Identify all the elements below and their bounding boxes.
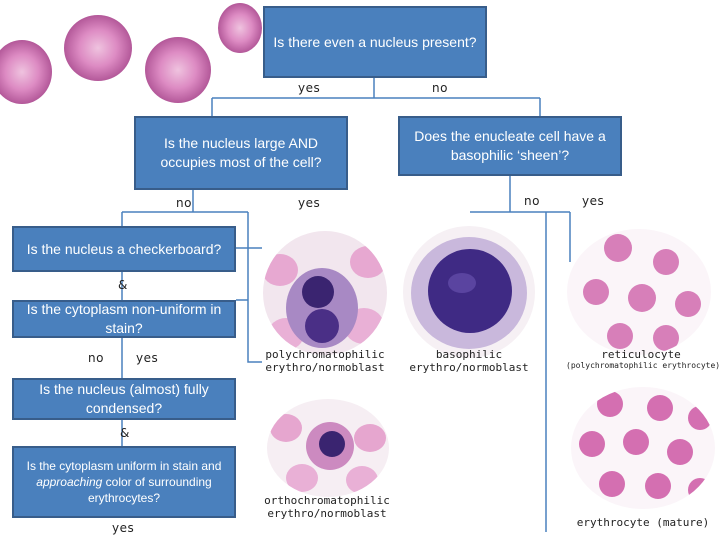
answer-q3-yes: yes bbox=[582, 194, 605, 208]
question-text: Is there even a nucleus present? bbox=[273, 33, 477, 50]
question-box-nucleus-large: Is the nucleus large AND occupies most o… bbox=[134, 116, 348, 190]
rbc-cell bbox=[218, 3, 262, 53]
answer-q5-no: no bbox=[88, 351, 104, 365]
question-box-nucleus-condensed: Is the nucleus (almost) fully condensed? bbox=[12, 378, 236, 420]
answer-q1-yes: yes bbox=[298, 81, 321, 95]
rbc-cell bbox=[145, 37, 211, 103]
question-box-basophilic-sheen: Does the enucleate cell have a basophili… bbox=[398, 116, 622, 176]
ampersand-2: & bbox=[120, 426, 130, 440]
answer-q2-no: no bbox=[176, 196, 192, 210]
question-box-nucleus-present: Is there even a nucleus present? bbox=[263, 6, 487, 78]
answer-q5-yes: yes bbox=[136, 351, 159, 365]
answer-q2-yes: yes bbox=[298, 196, 321, 210]
question-box-checkerboard: Is the nucleus a checkerboard? bbox=[12, 226, 236, 272]
caption-basophilic: basophilic erythro/normoblast bbox=[409, 348, 529, 374]
question-text: Is the cytoplasm uniform in stain and ap… bbox=[26, 458, 222, 506]
rbc-cell bbox=[0, 40, 52, 104]
erythrocyte-mature-image bbox=[571, 387, 715, 509]
answer-q1-no: no bbox=[432, 81, 448, 95]
question-text: Is the nucleus a checkerboard? bbox=[26, 240, 222, 257]
answer-q3-no: no bbox=[524, 194, 540, 208]
question-text: Is the nucleus (almost) fully condensed? bbox=[39, 381, 209, 416]
question-text: Does the enucleate cell have a basophili… bbox=[414, 128, 606, 163]
question-text: Is the nucleus large AND occupies most o… bbox=[160, 135, 322, 170]
reticulocyte-cell-image bbox=[567, 229, 711, 355]
caption-reticulocyte: reticulocyte (polychromatophilic erythro… bbox=[566, 348, 720, 370]
polychromatophilic-cell-image bbox=[263, 231, 387, 355]
rbc-cell bbox=[64, 15, 132, 81]
caption-orthochromatophilic: orthochromatophilic erythro/normoblast bbox=[264, 494, 390, 520]
answer-q7-yes: yes bbox=[112, 521, 135, 535]
caption-erythrocyte-mature: erythrocyte (mature) bbox=[576, 516, 710, 529]
question-box-cytoplasm-uniform: Is the cytoplasm uniform in stain and ap… bbox=[12, 446, 236, 518]
question-text: Is the cytoplasm non-uniform in stain? bbox=[26, 301, 222, 336]
orthochromatophilic-cell-image bbox=[267, 399, 389, 497]
ampersand-1: & bbox=[118, 278, 128, 292]
caption-polychromatophilic: polychromatophilic erythro/normoblast bbox=[265, 348, 385, 374]
basophilic-cell-image bbox=[403, 226, 535, 358]
question-box-cytoplasm-nonuniform: Is the cytoplasm non-uniform in stain? bbox=[12, 300, 236, 338]
erythrocyte-image-top bbox=[0, 3, 262, 104]
